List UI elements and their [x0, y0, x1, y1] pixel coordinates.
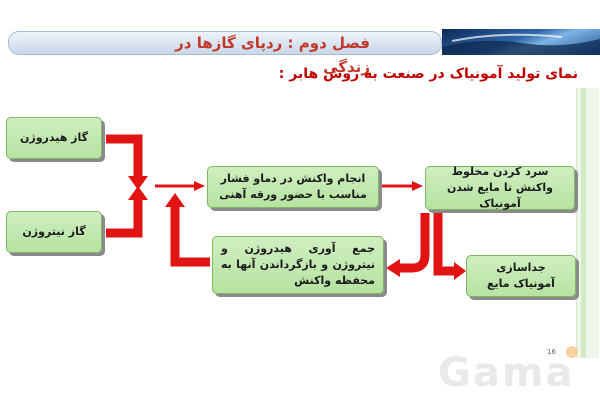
- recycle-box: جمع آوری هیدروژن و نیتروژن و بازگرداندن …: [212, 236, 384, 294]
- arrow-cooling-to-recycle: [398, 213, 430, 273]
- cooling-label: سرد کردن مخلوط واکنش تا مایع شدن آمونیاک: [447, 165, 553, 210]
- arrow-cooling-to-separation: [433, 213, 456, 276]
- separation-box: جداسازی آمونیاک مایع: [466, 255, 576, 297]
- reaction-box: انجام واکنش در دماو فشار مناسب با حضور و…: [207, 166, 379, 208]
- cooling-box: سرد کردن مخلوط واکنش تا مایع شدن آمونیاک: [425, 165, 575, 210]
- header-banner-image: [442, 29, 600, 55]
- arrow-nitrogen-head: [128, 186, 148, 200]
- diagram-subtitle: نمای تولید آمونیاک در صنعت به روش هابر :: [278, 66, 578, 82]
- nitrogen-gas-box: گاز نیتروژن: [6, 211, 102, 253]
- arrow-merge-head: [194, 181, 205, 191]
- arrow-nitrogen-to-reaction: [106, 198, 143, 238]
- header-bar: [8, 31, 442, 55]
- chapter-title: فصل دوم : ردپای گازها در زندگی: [175, 34, 370, 76]
- arrow-hydrogen-head: [128, 176, 148, 190]
- hydrogen-gas-label: گاز هیدروژن: [19, 131, 89, 144]
- nitrogen-gas-label: گاز نیتروژن: [22, 225, 86, 238]
- arrow-separation-head: [454, 262, 466, 280]
- side-decoration: [581, 88, 586, 358]
- arrow-recycle-up-head: [165, 193, 185, 207]
- gama-watermark-logo: Gama: [438, 350, 575, 396]
- watermark-dot: [566, 346, 578, 358]
- reaction-label: انجام واکنش در دماو فشار مناسب با حضور و…: [219, 172, 367, 201]
- arrow-recycle-to-reaction: [170, 205, 210, 267]
- arrow-recycle-head: [386, 259, 400, 277]
- arrow-hydrogen-to-reaction: [106, 134, 143, 178]
- hydrogen-gas-box: گاز هیدروژن: [6, 117, 102, 159]
- arrow-reaction-head: [412, 181, 423, 191]
- page-number: 16: [547, 348, 556, 356]
- recycle-label: جمع آوری هیدروژن و نیتروژن و بازگرداندن …: [221, 242, 375, 287]
- separation-label: جداسازی آمونیاک مایع: [487, 261, 555, 290]
